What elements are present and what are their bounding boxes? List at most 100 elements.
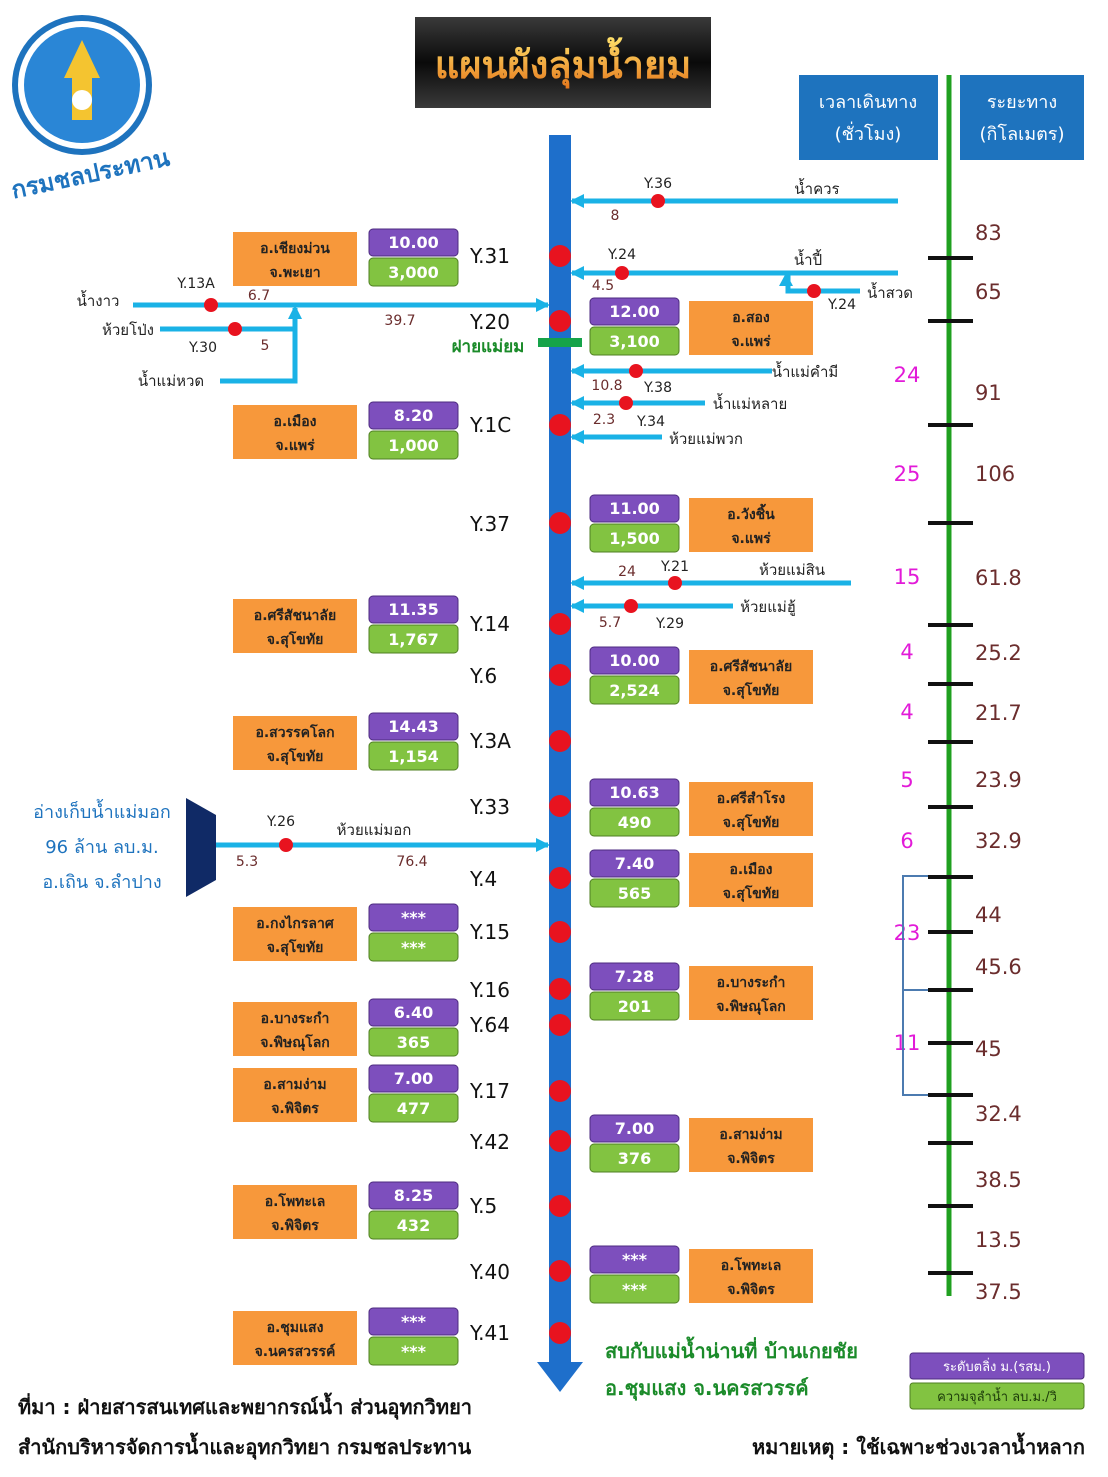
station-code: Y.15 — [469, 920, 510, 944]
trib-left-name-1: น้ำงาว — [77, 290, 120, 310]
axis-tick — [928, 423, 973, 427]
location-district: อ.สามง่าม — [719, 1127, 782, 1143]
level-box — [368, 228, 459, 257]
time-label: 5 — [900, 768, 913, 792]
location-box — [689, 966, 813, 1020]
tributary-station-dots — [204, 194, 821, 852]
level-value: 6.40 — [394, 1003, 433, 1022]
location-district: อ.โพทะเล — [721, 1256, 782, 1274]
reservoir-dist-1: 5.3 — [236, 854, 258, 870]
trib-left-dist-3: 5 — [261, 338, 270, 354]
capacity-value: *** — [622, 1280, 648, 1299]
level-box — [368, 903, 459, 932]
axis-tick — [928, 1093, 973, 1097]
trib-left-station-1: Y.13A — [176, 276, 215, 292]
trib-left-dist-2: 39.7 — [384, 313, 415, 329]
location-province: จ.แพร่ — [275, 438, 315, 454]
station-code: Y.20 — [469, 310, 510, 334]
level-value: 11.35 — [388, 600, 439, 619]
reservoir-location: อ.เถิน จ.ลำปาง — [42, 872, 161, 893]
location-box — [233, 1068, 357, 1122]
reservoir-river: ห้วยแม่มอก — [337, 821, 412, 839]
location-district: อ.กงไกรลาศ — [256, 914, 335, 932]
reservoir-name: อ่างเก็บน้ำแม่มอก — [33, 799, 171, 823]
distance-label: 38.5 — [975, 1168, 1022, 1192]
level-box — [589, 962, 680, 991]
location-province: จ.แพร่ — [731, 334, 771, 350]
capacity-value: 477 — [397, 1099, 430, 1118]
time-label: 24 — [894, 363, 921, 387]
station-code: Y.6 — [469, 664, 497, 688]
station-dot — [549, 310, 571, 332]
location-district: อ.วังชิ้น — [727, 503, 775, 523]
location-box — [689, 782, 813, 836]
distance-label: 25.2 — [975, 641, 1022, 665]
distance-label: 32.4 — [975, 1102, 1022, 1126]
axis-ticks — [928, 256, 973, 1275]
location-district: อ.ศรีสัชนาลัย — [710, 659, 792, 675]
station-dot — [549, 512, 571, 534]
axis-tick — [928, 1271, 973, 1275]
location-district: อ.บางระกำ — [261, 1011, 330, 1027]
station-dot — [549, 1080, 571, 1102]
level-box — [368, 712, 459, 741]
capacity-value: 201 — [618, 997, 651, 1016]
level-value: *** — [401, 908, 427, 927]
capacity-box — [368, 257, 459, 287]
capacity-box — [368, 741, 459, 771]
capacity-box — [368, 1336, 459, 1366]
level-value: 7.40 — [615, 854, 654, 873]
station-code: Y.4 — [469, 867, 497, 891]
level-box — [368, 1064, 459, 1093]
location-box — [233, 1002, 357, 1056]
note: หมายเหตุ : ใช้เฉพาะช่วงเวลาน้ำหลาก — [752, 1432, 1085, 1460]
level-box — [589, 1114, 680, 1143]
station-dot — [549, 978, 571, 1000]
location-province: จ.พิจิตร — [727, 1151, 775, 1167]
time-label: 6 — [900, 829, 913, 853]
location-province: จ.สุโขทัย — [723, 884, 780, 902]
location-district: อ.โพทะเล — [265, 1192, 326, 1210]
trib-station-8: Y.29 — [655, 616, 684, 632]
axis-tick — [928, 805, 973, 809]
location-district: อ.ชุมแสง — [267, 1320, 324, 1336]
level-value: 7.00 — [394, 1069, 433, 1088]
capacity-value: 490 — [618, 813, 651, 832]
level-value: 10.00 — [609, 651, 660, 670]
level-box — [368, 998, 459, 1027]
location-box — [233, 1311, 357, 1365]
tributaries-left — [133, 302, 548, 848]
station-dot — [549, 867, 571, 889]
station-dot — [549, 414, 571, 436]
legend-capacity-box — [909, 1382, 1085, 1410]
legend-level: ระดับตลิ่ง ม.(รสม.) — [943, 1358, 1051, 1375]
capacity-box — [368, 624, 459, 654]
station-dot — [549, 1014, 571, 1036]
axis-tick — [928, 521, 973, 525]
location-province: จ.พะเยา — [269, 265, 320, 281]
station-code: Y.31 — [469, 244, 510, 268]
location-district: อ.เมือง — [274, 414, 317, 430]
time-label: 11 — [894, 1031, 921, 1055]
location-box — [233, 907, 357, 961]
location-province: จ.สุโขทัย — [267, 630, 324, 648]
capacity-value: 432 — [397, 1216, 430, 1235]
trib-dist-1: 8 — [611, 208, 620, 224]
distance-label: 106 — [975, 462, 1015, 486]
station-dot — [549, 1260, 571, 1282]
distance-label: 13.5 — [975, 1228, 1022, 1252]
axis-tick — [928, 875, 973, 879]
axis-tick — [928, 256, 973, 260]
legend-capacity: ความจุลำน้ำ ลบ.ม./วิ — [937, 1387, 1057, 1405]
station-code: Y.37 — [469, 512, 510, 536]
station-dot — [549, 245, 571, 267]
axis-tick — [928, 1204, 973, 1208]
trib-name-1: น้ำควร — [794, 178, 839, 198]
capacity-box — [589, 1143, 680, 1173]
level-box — [368, 1181, 459, 1210]
trib-station-7: Y.21 — [660, 559, 689, 575]
station-code: Y.14 — [469, 612, 510, 636]
travel-time-header-line1: เวลาเดินทาง — [819, 92, 917, 113]
